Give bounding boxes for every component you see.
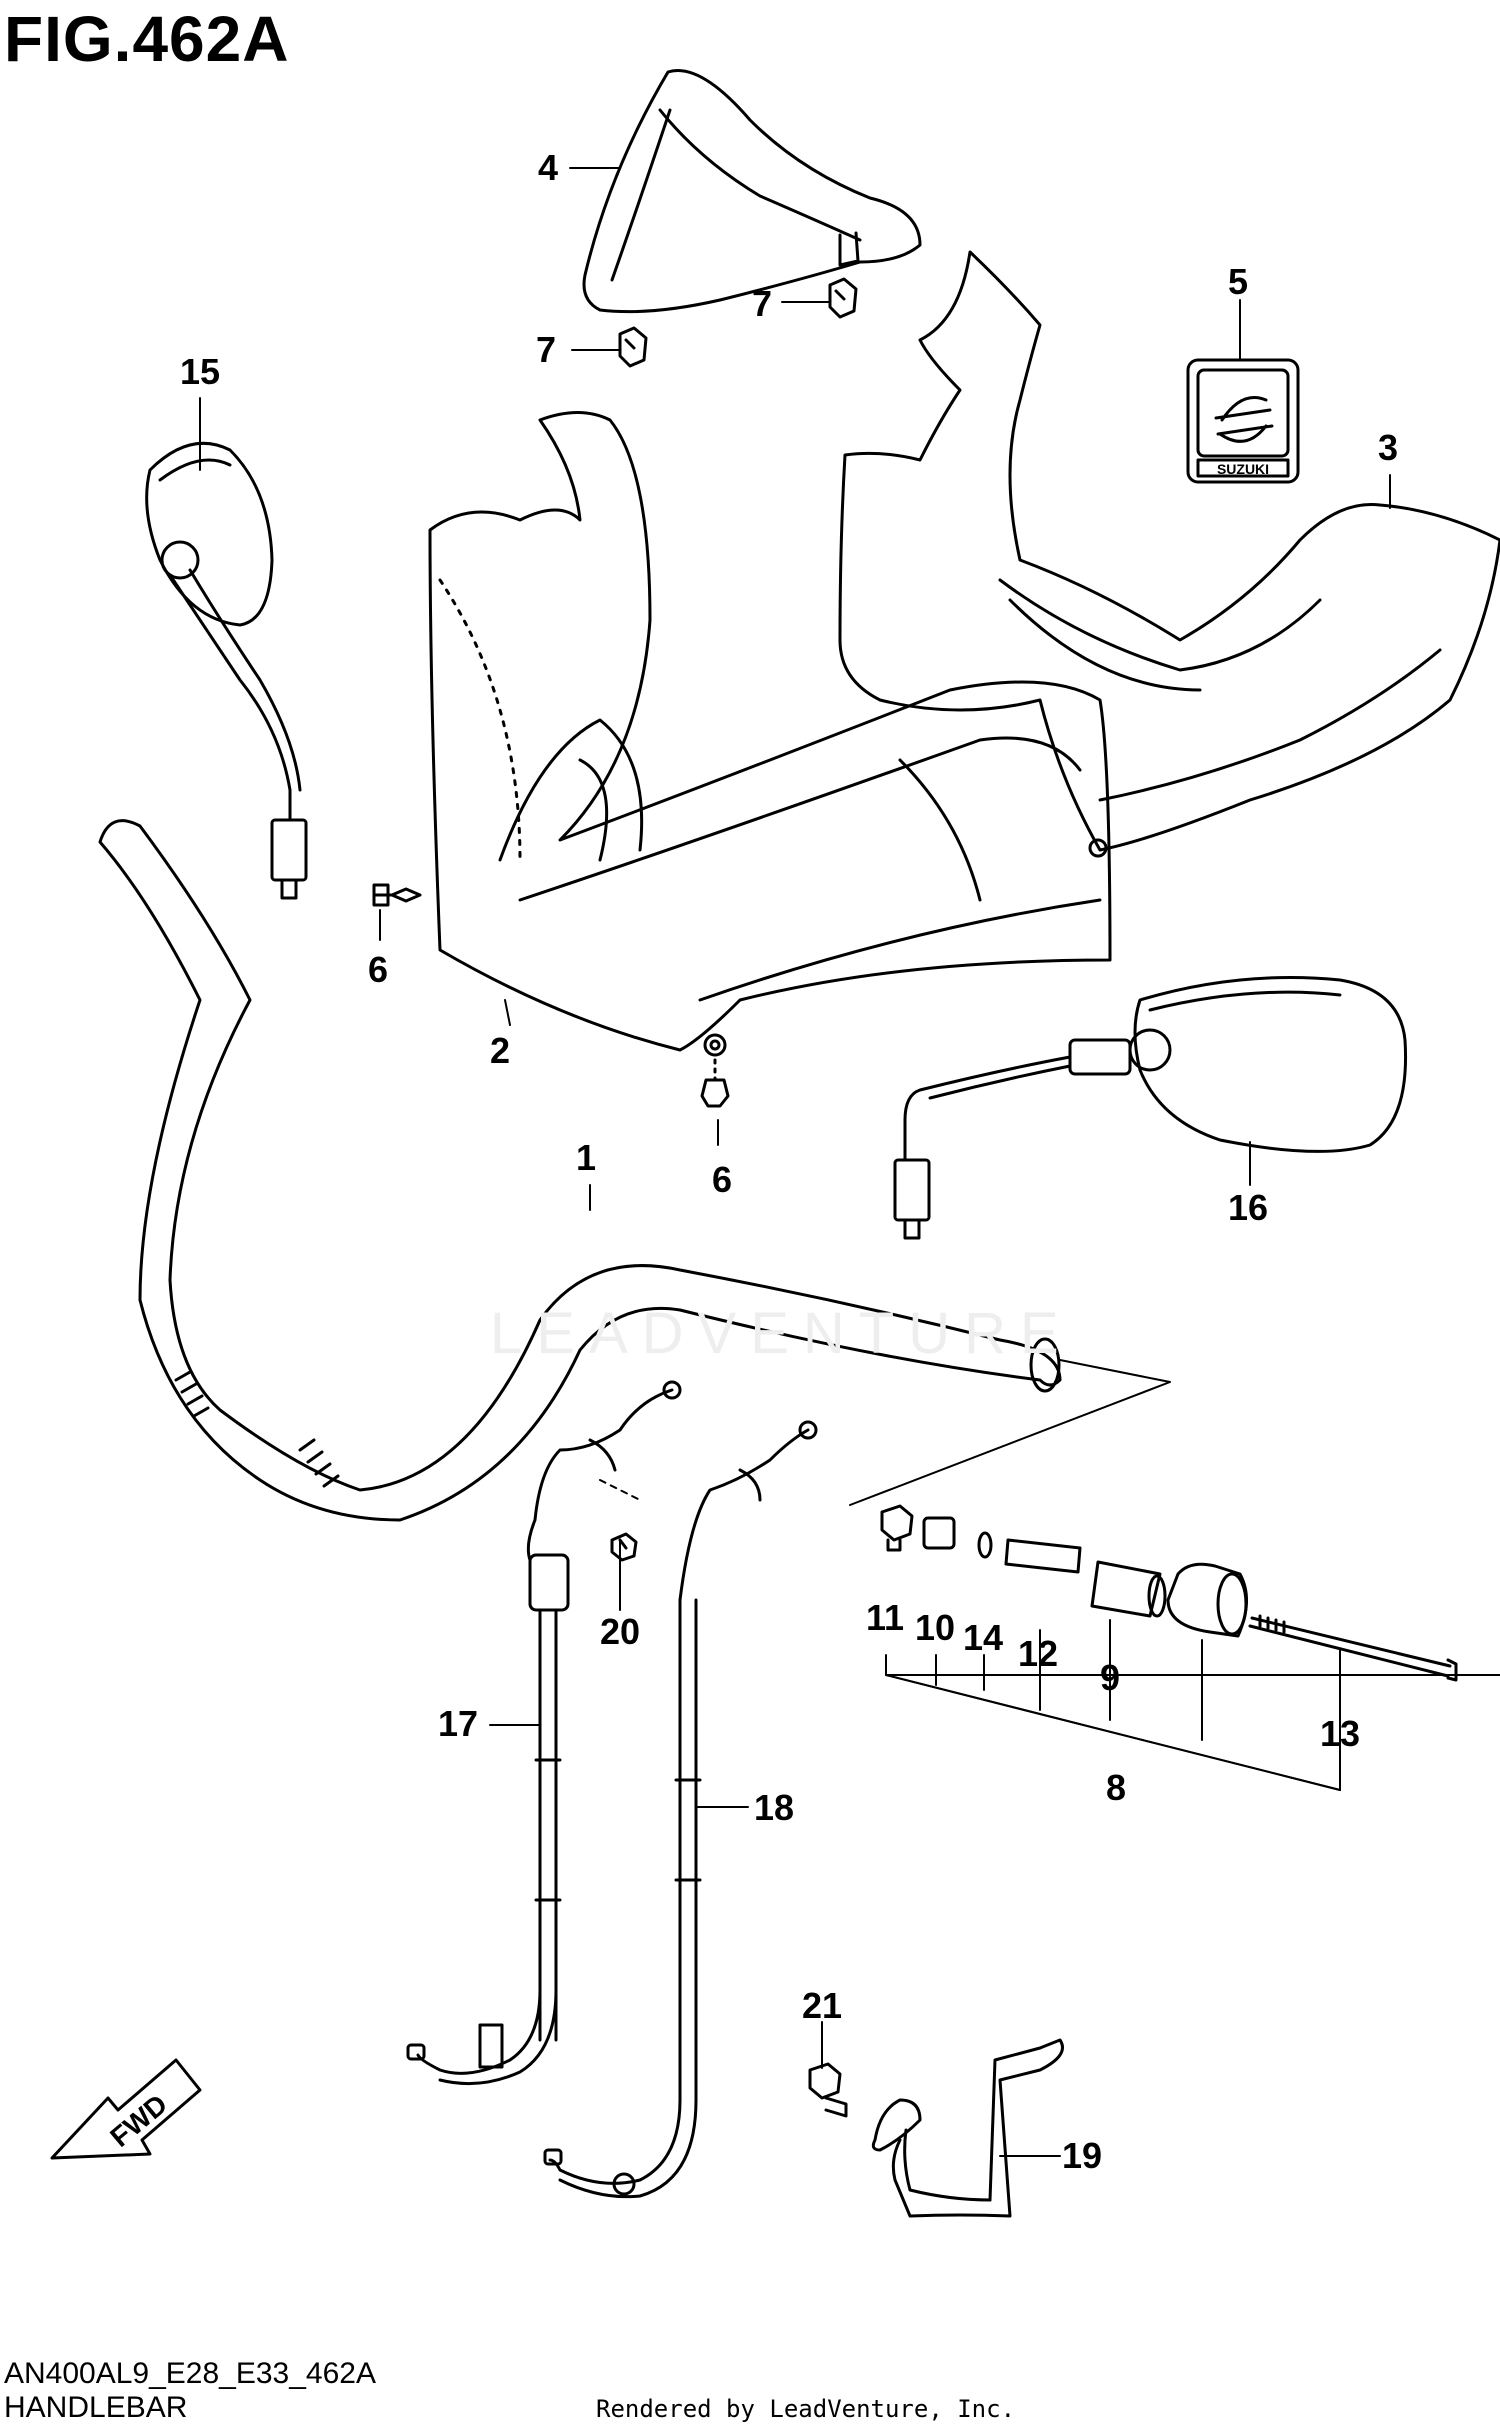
washer-part-14 [977, 1531, 993, 1559]
collar-part-10 [922, 1516, 956, 1550]
callout-10: 10 [915, 1607, 955, 1648]
upper-handle-cover-part-4 [582, 69, 922, 314]
callout-14: 14 [963, 1617, 1003, 1658]
callout-1: 1 [576, 1137, 596, 1178]
balancer-part-8 [1166, 1562, 1249, 1638]
figure-code: AN400AL9_E28_E33_462A [4, 2357, 376, 2390]
mirror-right-part-16 [893, 976, 1408, 1240]
rear-handle-cover-part-3 [838, 250, 1500, 858]
callout-21: 21 [802, 1985, 842, 2026]
callout-6a: 6 [368, 949, 388, 990]
cable-part-18 [543, 1420, 818, 2199]
mirror-left-part-15 [145, 441, 308, 900]
callout-18: 18 [754, 1787, 794, 1828]
callout-7a: 7 [536, 329, 556, 370]
callout-3: 3 [1378, 427, 1398, 468]
screw-part-20 [610, 1532, 638, 1562]
callout-labels: 1 2 3 4 5 6 6 7 7 8 9 10 11 12 13 14 15 … [180, 147, 1398, 2176]
callout-15: 15 [180, 351, 220, 392]
throttle-cable-part-17 [406, 1380, 682, 2086]
handlebar-part-1 [98, 819, 1062, 1522]
figure-name: HANDLEBAR [4, 2391, 188, 2424]
callout-leaders [199, 167, 1391, 2157]
fastener-part-6-a [372, 883, 422, 907]
callout-11: 11 [866, 1597, 904, 1638]
assembly-bracket-part-8 [885, 1619, 1500, 1791]
callout-13: 13 [1320, 1713, 1360, 1754]
watermark: LEADVENTURE [490, 1301, 1073, 1366]
callout-17: 17 [438, 1703, 478, 1744]
callout-6b: 6 [712, 1159, 732, 1200]
front-handle-cover-part-2 [428, 411, 1112, 1052]
callout-19: 19 [1062, 2135, 1102, 2176]
fastener-part-6-b [700, 1033, 730, 1108]
emblem-part-5 [1186, 358, 1300, 484]
callout-9: 9 [1100, 1657, 1120, 1698]
forward-arrow-icon: FWD [50, 2058, 202, 2160]
figure-title: FIG.462A [4, 3, 290, 75]
assembly-guide-lines [599, 1359, 1171, 1506]
screw-part-13 [1248, 1614, 1458, 1682]
bolt-part-21 [808, 2062, 848, 2118]
bolt-part-11 [880, 1504, 914, 1552]
emblem-text: SUZUKI [1217, 461, 1269, 477]
weight-part-9 [1090, 1560, 1167, 1618]
clip-part-7-b [828, 277, 858, 319]
callout-16: 16 [1228, 1187, 1268, 1228]
callout-12: 12 [1018, 1633, 1058, 1674]
callout-20: 20 [600, 1611, 640, 1652]
callout-7b: 7 [752, 283, 772, 324]
callout-2: 2 [490, 1030, 510, 1071]
callout-8: 8 [1106, 1767, 1126, 1808]
render-credit: Rendered by LeadVenture, Inc. [596, 2395, 1016, 2423]
callout-5: 5 [1228, 261, 1248, 302]
bracket-part-19 [871, 2038, 1064, 2218]
spacer-part-12 [1004, 1538, 1082, 1574]
clip-part-7-a [618, 326, 648, 368]
callout-4: 4 [538, 147, 558, 188]
